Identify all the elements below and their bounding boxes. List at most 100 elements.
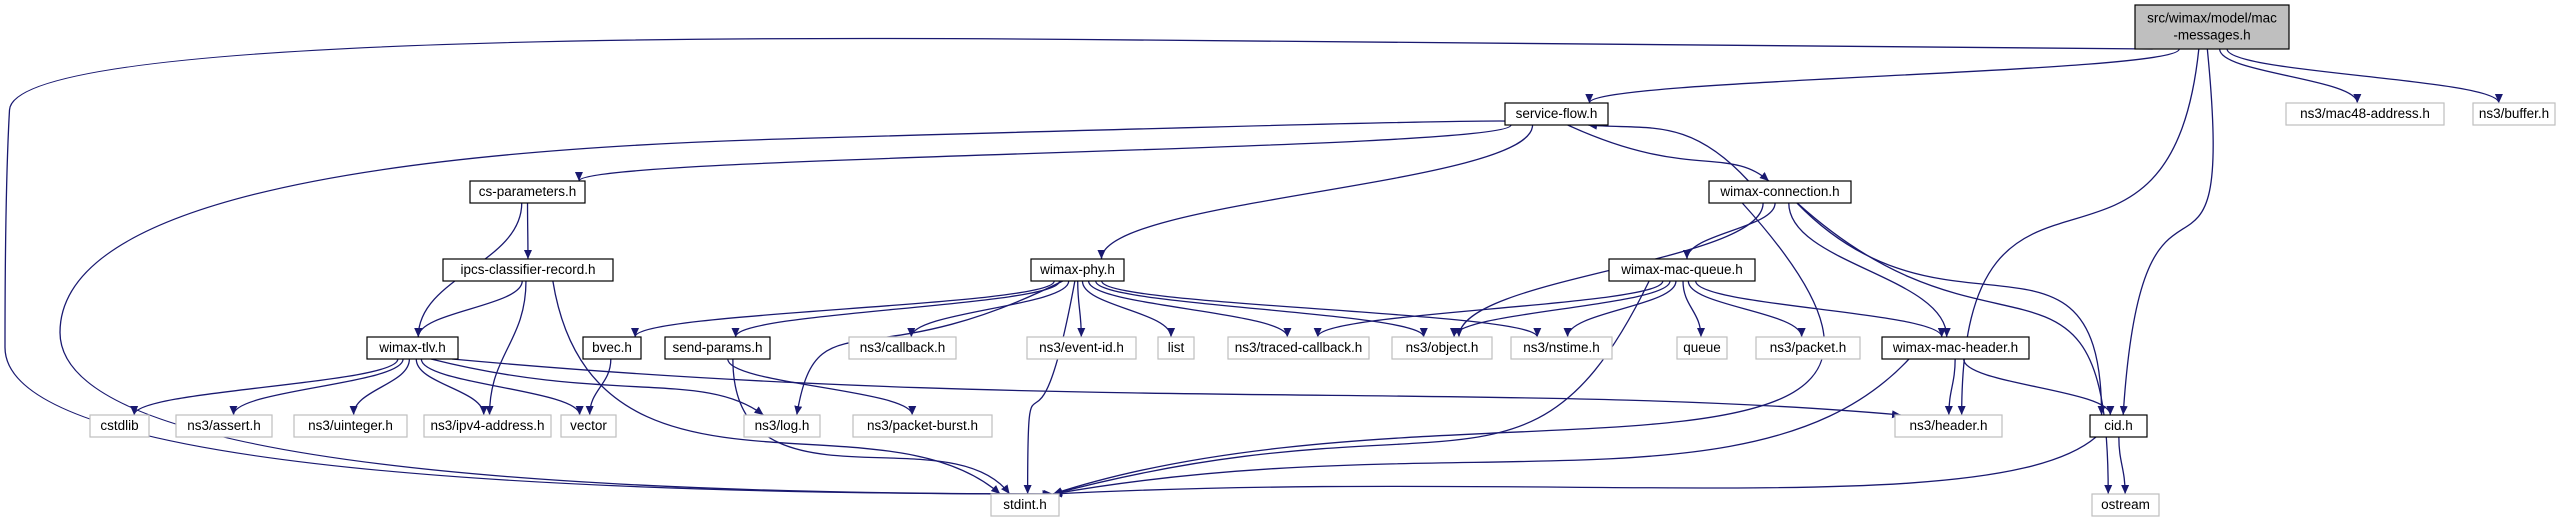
- node-service-flow[interactable]: service-flow.h: [1504, 102, 1609, 126]
- node-box: [2089, 414, 2148, 438]
- node-label: bvec.h: [592, 340, 632, 355]
- edge-wimax-conn-to-wimax-mac-header: [1788, 202, 1951, 338]
- node-box: [175, 414, 273, 438]
- edge-wimax-phy-to-ns3-traced-cb: [1087, 280, 1292, 338]
- node-label: ns3/packet-burst.h: [867, 418, 978, 433]
- node-box: [582, 336, 642, 360]
- node-label: service-flow.h: [1516, 106, 1598, 121]
- node-bvec[interactable]: bvec.h: [582, 336, 642, 360]
- node-wimax-conn[interactable]: wimax-connection.h: [1708, 180, 1852, 204]
- node-wimax-tlv[interactable]: wimax-tlv.h: [366, 336, 459, 360]
- node-label: ns3/callback.h: [860, 340, 946, 355]
- edge-service-flow-to-cs-params: [575, 124, 1512, 182]
- edge-service-flow-to-wimax-phy: [1097, 124, 1534, 260]
- node-box: [1504, 102, 1609, 126]
- node-box: [423, 414, 552, 438]
- node-root[interactable]: src/wimax/model/mac-messages.h: [2134, 4, 2290, 50]
- node-ns3-nstime: ns3/nstime.h: [1510, 336, 1613, 360]
- node-box: [1510, 336, 1613, 360]
- node-box: [2285, 102, 2445, 126]
- node-box: [1227, 336, 1370, 360]
- node-label: list: [1168, 340, 1185, 355]
- node-label: queue: [1683, 340, 1721, 355]
- edge-wimax-conn-to-ostream: [1796, 202, 2113, 495]
- edge-wimax-mac-header-to-stdint: [1052, 358, 1910, 497]
- edge-wimax-tlv-to-ns3-ipv4: [415, 358, 488, 416]
- node-box: [664, 336, 771, 360]
- edge-root-to-mac48: [2219, 48, 2362, 104]
- node-box: [1026, 336, 1137, 360]
- node-label: ipcs-classifier-record.h: [460, 262, 595, 277]
- node-cs-params[interactable]: cs-parameters.h: [469, 180, 586, 204]
- edge-wimax-mac-queue-to-ns3-object: [1450, 280, 1671, 338]
- node-label: ns3/event-id.h: [1039, 340, 1124, 355]
- edge-cid-to-ostream: [2118, 436, 2130, 495]
- edge-cid-to-stdint: [1052, 436, 2097, 498]
- node-label: ostream: [2101, 497, 2150, 512]
- node-label: ns3/object.h: [1406, 340, 1479, 355]
- node-box: [2472, 102, 2556, 126]
- node-cid[interactable]: cid.h: [2089, 414, 2148, 438]
- edge-wimax-tlv-to-ns3-log: [430, 358, 764, 416]
- edge-root-to-stdint: [4, 37, 2153, 498]
- node-ns3-log: ns3/log.h: [743, 414, 821, 438]
- node-wimax-phy[interactable]: wimax-phy.h: [1030, 258, 1125, 282]
- node-box: [2134, 4, 2290, 50]
- node-ns3-callback: ns3/callback.h: [848, 336, 957, 360]
- nodes-layer: src/wimax/model/mac-messages.h service-fl…: [89, 4, 2556, 517]
- node-label: ns3/mac48-address.h: [2300, 106, 2430, 121]
- node-label: ns3/ipv4-address.h: [430, 418, 544, 433]
- node-mac48: ns3/mac48-address.h: [2285, 102, 2445, 126]
- node-box: [366, 336, 459, 360]
- edge-wimax-mac-queue-to-queue: [1682, 280, 1705, 338]
- edge-wimax-conn-to-stdint: [1052, 202, 1825, 496]
- edge-service-flow-to-stdint: [59, 120, 1531, 498]
- edge-wimax-tlv-to-cstdlib: [130, 358, 399, 416]
- node-ns3-uinteger: ns3/uinteger.h: [293, 414, 408, 438]
- node-box: [560, 414, 617, 438]
- node-box: [1030, 258, 1125, 282]
- node-ipcs[interactable]: ipcs-classifier-record.h: [442, 258, 614, 282]
- node-wimax-mac-queue[interactable]: wimax-mac-queue.h: [1608, 258, 1756, 282]
- node-stdint: stdint.h: [990, 493, 1060, 517]
- edge-wimax-phy-to-list: [1081, 280, 1176, 338]
- node-label: wimax-mac-header.h: [1892, 340, 2018, 355]
- edge-root-to-buffer: [2226, 48, 2503, 104]
- node-box: [990, 493, 1060, 517]
- edge-wimax-tlv-to-ns3-assert: [229, 358, 404, 416]
- node-cstdlib: cstdlib: [89, 414, 150, 438]
- edge-wimax-phy-to-ns3-nstime: [1101, 280, 1542, 338]
- node-ns3-object: ns3/object.h: [1391, 336, 1493, 360]
- edge-wimax-mac-queue-to-ns3-traced-cb: [1313, 280, 1664, 338]
- edge-send-params-to-ns3-packet-burst: [727, 358, 917, 416]
- node-box: [89, 414, 150, 438]
- node-box: [1894, 414, 2003, 438]
- node-wimax-mac-header[interactable]: wimax-mac-header.h: [1881, 336, 2030, 360]
- edge-wimax-phy-to-stdint: [1023, 280, 1076, 495]
- node-label: ns3/header.h: [1909, 418, 1987, 433]
- node-ns3-traced-cb: ns3/traced-callback.h: [1227, 336, 1370, 360]
- edge-root-to-ns3-header: [1957, 48, 2200, 416]
- node-label: ns3/nstime.h: [1523, 340, 1600, 355]
- node-send-params[interactable]: send-params.h: [664, 336, 771, 360]
- node-vector: vector: [560, 414, 617, 438]
- node-label: ns3/assert.h: [187, 418, 261, 433]
- edge-root-to-cid: [2119, 48, 2214, 416]
- node-label: wimax-mac-queue.h: [1620, 262, 1743, 277]
- node-box: [293, 414, 408, 438]
- edge-wimax-tlv-to-ns3-uinteger: [349, 358, 411, 416]
- node-ns3-packet: ns3/packet.h: [1755, 336, 1861, 360]
- edge-wimax-conn-to-service-flow: [1587, 121, 1749, 182]
- node-ostream: ostream: [2091, 493, 2160, 517]
- edge-bvec-to-vector: [585, 358, 612, 416]
- node-box: [1708, 180, 1852, 204]
- node-box: [442, 258, 614, 282]
- edge-wimax-mac-queue-to-stdint: [1052, 280, 1650, 496]
- node-label: ns3/traced-callback.h: [1235, 340, 1363, 355]
- node-box: [469, 180, 586, 204]
- edge-wimax-phy-to-ns3-event-id: [1077, 280, 1086, 338]
- node-label: send-params.h: [672, 340, 762, 355]
- node-box: [1755, 336, 1861, 360]
- edge-wimax-mac-queue-to-wimax-mac-header: [1695, 280, 1946, 338]
